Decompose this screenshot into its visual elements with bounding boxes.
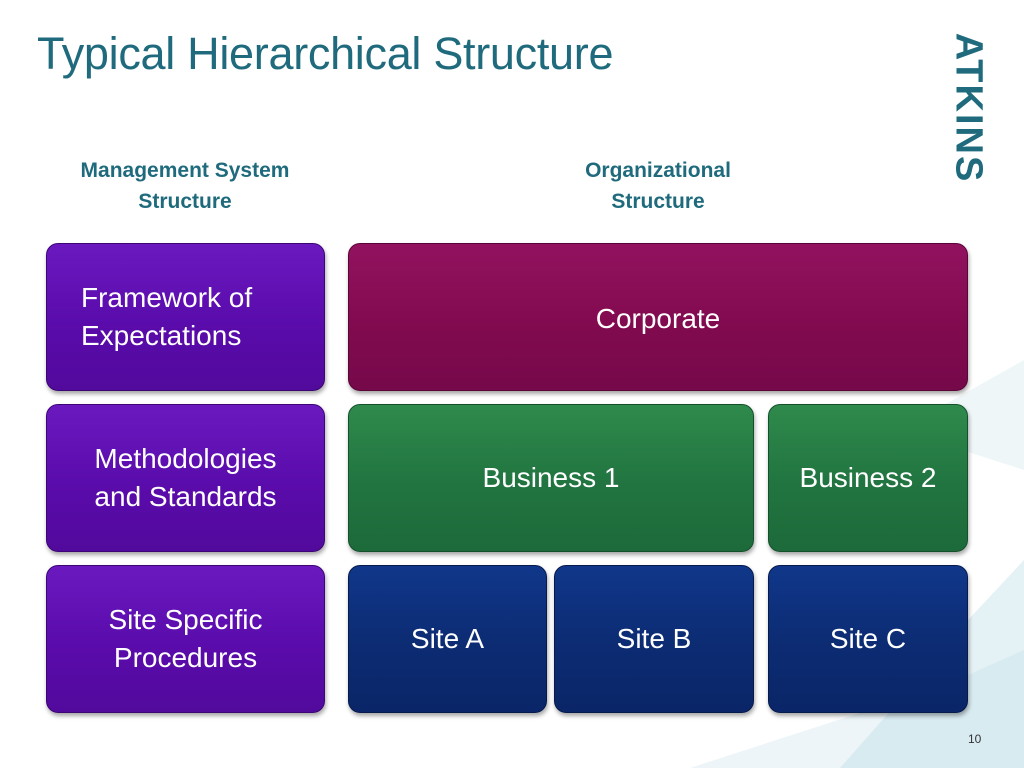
heading-line: Organizational xyxy=(585,159,731,182)
corporate-box: Corporate xyxy=(348,243,968,391)
box-label-line: Methodologies xyxy=(94,443,277,474)
site-c-box: Site C xyxy=(768,565,968,713)
site-a-box: Site A xyxy=(348,565,547,713)
box-label-line: Expectations xyxy=(81,320,242,351)
box-label: Business 1 xyxy=(482,462,620,493)
site-specific-procedures-box: Site Specific Procedures xyxy=(46,565,325,713)
page-number: 10 xyxy=(968,732,982,746)
box-label-line: Procedures xyxy=(113,642,258,673)
box-label: Business 2 xyxy=(799,462,937,493)
heading-line: Management System xyxy=(80,159,290,182)
atkins-logo: ATKINS xyxy=(940,33,996,184)
framework-of-expectations-box: Framework of Expectations xyxy=(46,243,325,391)
business-1-box: Business 1 xyxy=(348,404,754,552)
organizational-structure-heading: Organizational Structure xyxy=(520,155,796,217)
site-b-box: Site B xyxy=(554,565,754,713)
heading-line: Structure xyxy=(611,190,705,213)
box-label: Site A xyxy=(410,623,485,654)
box-label-line: Site Specific xyxy=(108,604,263,635)
business-2-box: Business 2 xyxy=(768,404,968,552)
box-label: Site C xyxy=(829,623,907,654)
box-label-line: Framework of xyxy=(81,282,253,313)
box-label: Corporate xyxy=(595,303,721,334)
management-system-heading: Management System Structure xyxy=(40,155,330,217)
methodologies-and-standards-box: Methodologies and Standards xyxy=(46,404,325,552)
logo-wordmark: ATKINS xyxy=(947,32,990,184)
slide-title: Typical Hierarchical Structure xyxy=(37,28,614,79)
box-label: Site B xyxy=(616,623,692,654)
box-label-line: and Standards xyxy=(94,481,277,512)
heading-line: Structure xyxy=(138,190,232,213)
